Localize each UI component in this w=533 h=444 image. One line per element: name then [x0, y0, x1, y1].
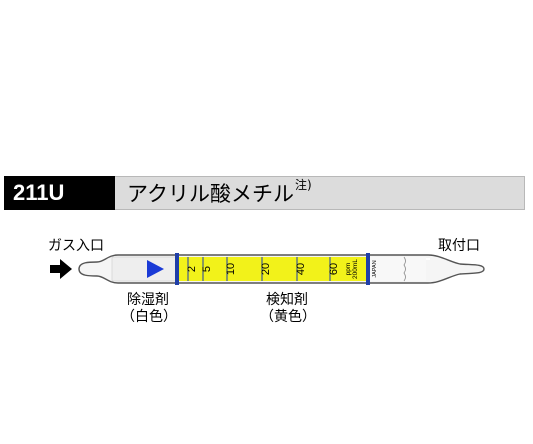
scale-label-60: 60: [328, 263, 340, 275]
scale-label-20: 20: [260, 263, 272, 275]
tube-code: 211U: [4, 176, 115, 210]
arrow-right-icon: [50, 259, 72, 279]
desiccant-label: 除湿剤: [127, 292, 169, 308]
scale-label-10: 10: [225, 263, 237, 275]
compound-name-box: アクリル酸メチル注): [115, 176, 525, 210]
end-packing: [366, 257, 426, 281]
compound-name: アクリル酸メチル: [127, 182, 294, 206]
unit-ppm: ppm: [345, 263, 352, 276]
inlet-label: ガス入口: [48, 238, 104, 254]
compound-header: 211U アクリル酸メチル注): [4, 176, 525, 210]
reagent-color-label: （黄色）: [260, 309, 316, 325]
reagent-label: 検知剤: [266, 292, 308, 308]
note-mark: 注): [294, 178, 312, 192]
reagent-section: [178, 257, 366, 281]
end-plug: [403, 256, 406, 282]
start-band: [175, 253, 179, 285]
outlet-label: 取付口: [438, 238, 480, 254]
scale-label-40: 40: [295, 263, 307, 275]
desiccant-section: [111, 256, 177, 282]
scale-label-2: 2: [186, 266, 198, 272]
desiccant-color-label: （白色）: [121, 309, 177, 325]
scale-tick-lines: [187, 257, 331, 281]
origin-mark: JAPAN: [372, 260, 378, 277]
end-band: [366, 253, 370, 285]
triangle-right-icon: [147, 260, 164, 278]
unit-volume: 200mL: [352, 259, 359, 279]
scale-label-5: 5: [201, 266, 213, 272]
